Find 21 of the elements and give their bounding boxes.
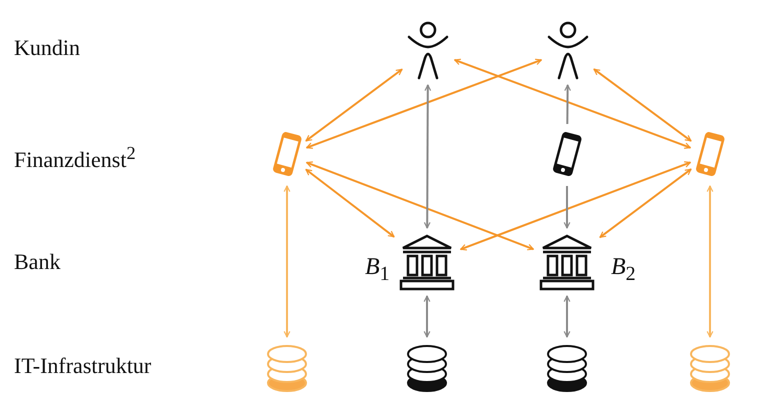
- double-arrow: [593, 68, 692, 142]
- row-label: Kundin: [14, 35, 80, 61]
- double-arrow: [564, 84, 571, 124]
- double-arrow: [305, 168, 395, 238]
- bank-label: B$_{1}$: [365, 254, 390, 286]
- double-arrow: [706, 185, 714, 338]
- double-arrow: [305, 68, 403, 142]
- row-label: Finanzdienst$^{2}$: [14, 142, 136, 174]
- double-arrow: [564, 295, 570, 338]
- double-arrow: [460, 161, 691, 250]
- double-arrow: [306, 161, 534, 250]
- double-arrow: [284, 185, 290, 338]
- row-label: Bank: [14, 249, 60, 275]
- double-arrow: [306, 58, 542, 149]
- bank-label: B$_{2}$: [611, 254, 636, 286]
- double-arrow: [564, 186, 570, 229]
- double-arrow: [424, 84, 432, 229]
- double-arrow: [454, 58, 691, 149]
- double-arrow: [599, 168, 692, 238]
- double-arrow: [424, 295, 430, 338]
- row-label: IT-Infrastruktur: [14, 353, 152, 379]
